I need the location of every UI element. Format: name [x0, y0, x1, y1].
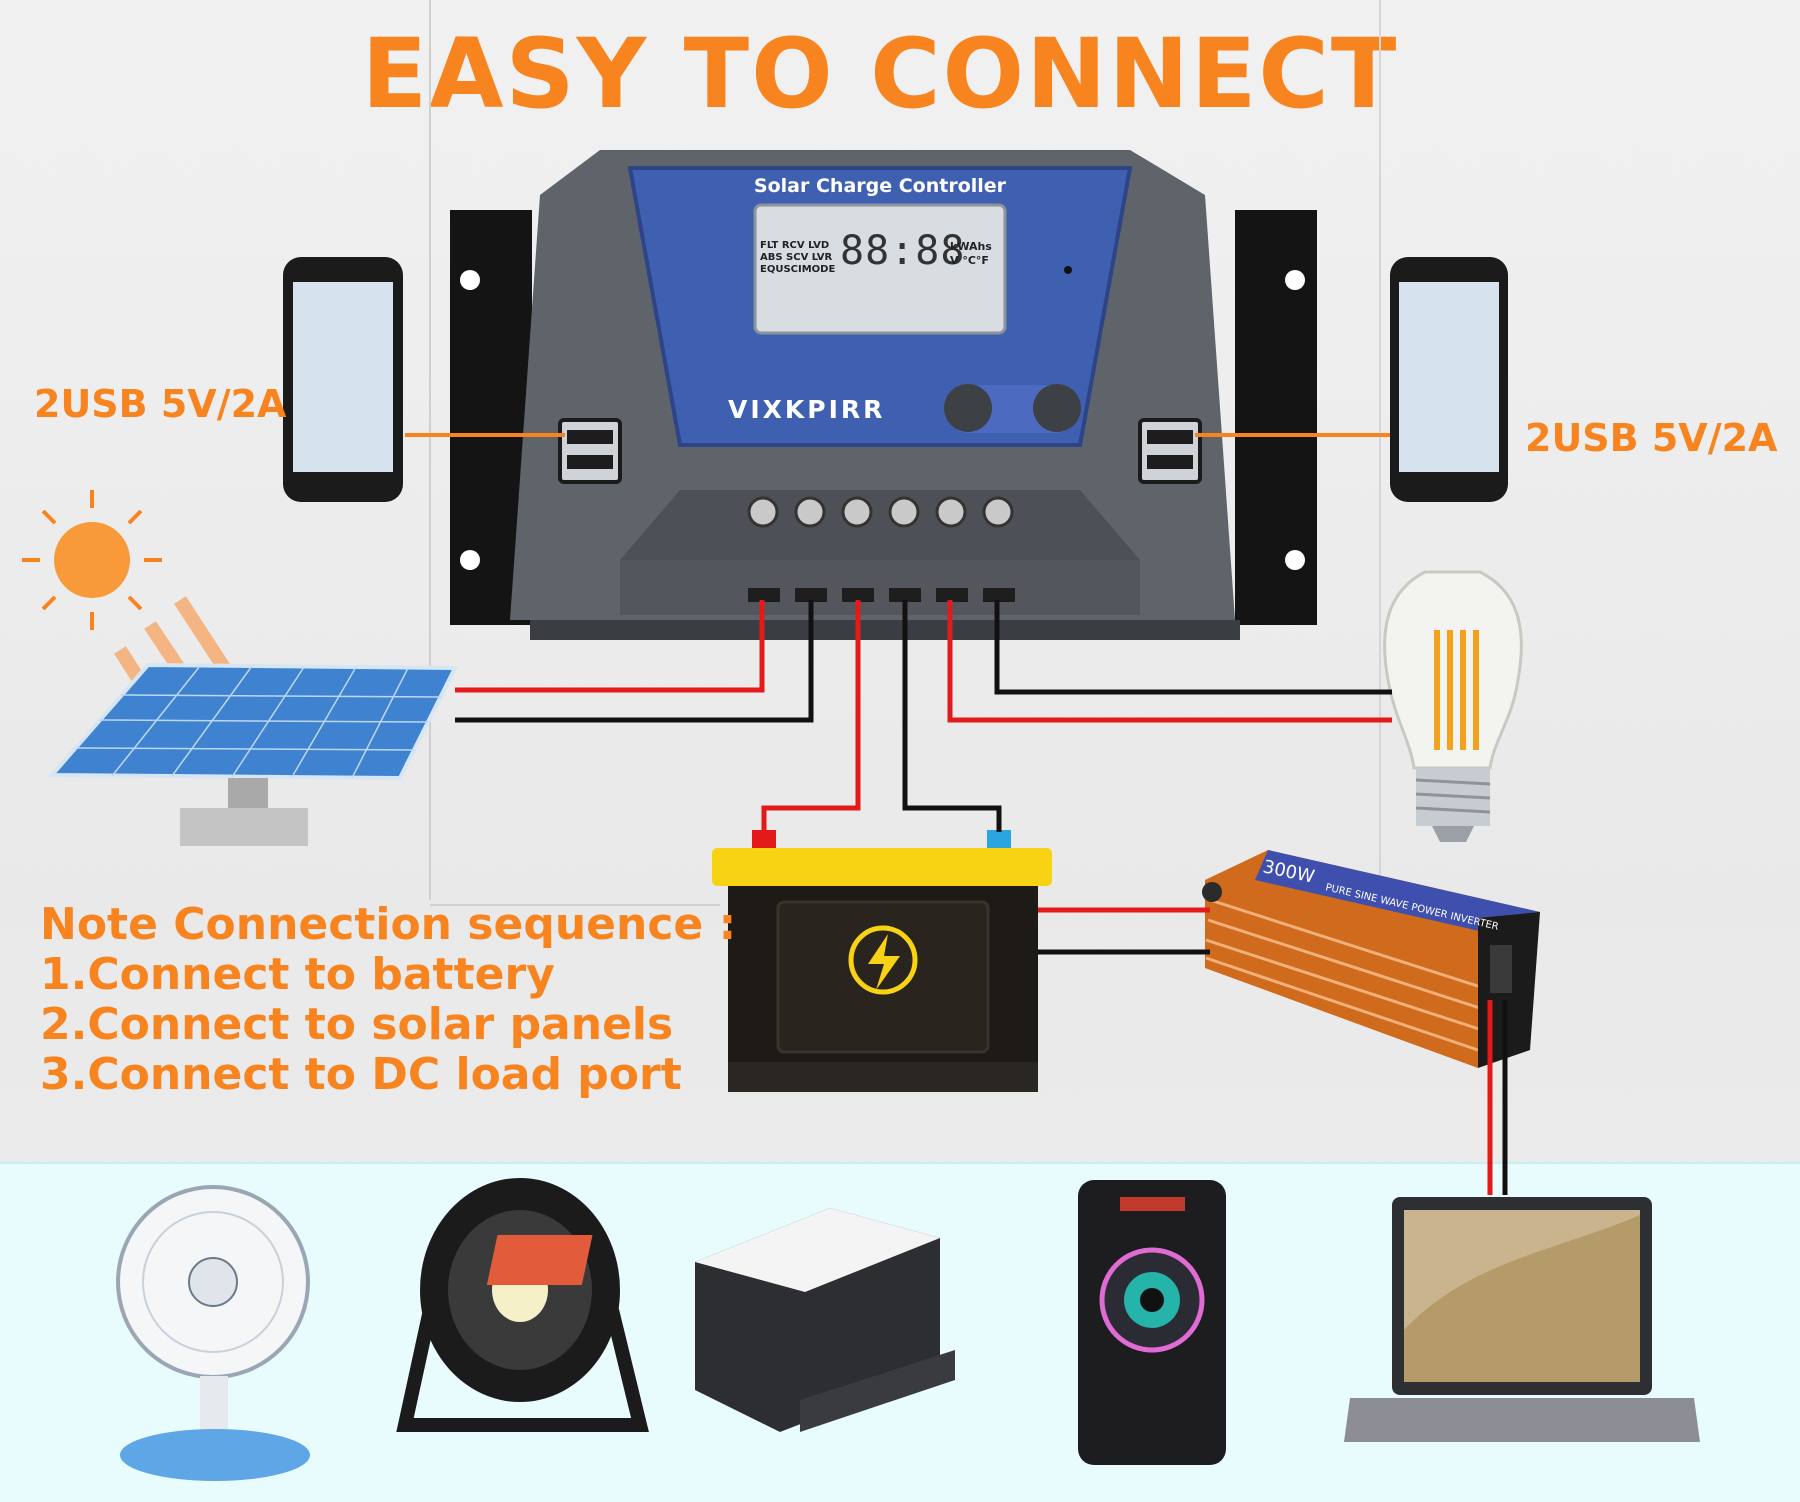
- phone-icon: [1390, 257, 1508, 502]
- lcd-mode-row: ABS SCV LVR: [760, 252, 833, 263]
- note-step: 3.Connect to DC load port: [40, 1049, 682, 1100]
- note-step: 1.Connect to battery: [40, 949, 555, 1000]
- bulb-icon: [1383, 570, 1523, 842]
- fan-icon: [116, 1185, 310, 1481]
- battery-icon: [712, 830, 1052, 1092]
- lcd-mode-list: FLT RCV LVD ABS SCV LVR EQUSCIMODE: [760, 240, 850, 276]
- brand-label: VIXKPIRR: [728, 395, 886, 424]
- solar-panel-icon: [47, 662, 459, 846]
- printer-icon: [486, 1208, 955, 1432]
- lcd-unit: kWAhs: [950, 240, 992, 253]
- note-heading: Note Connection sequence :: [40, 899, 737, 950]
- connection-note: Note Connection sequence : 1.Connect to …: [40, 900, 736, 1100]
- controller-panel-title: Solar Charge Controller: [753, 175, 1007, 197]
- lcd-digits: 88:88: [840, 228, 966, 274]
- lcd-mode-row: EQUSCIMODE: [760, 264, 836, 275]
- lcd-unit: V °C°F: [950, 254, 989, 267]
- lcd-units: kWAhs V °C°F: [950, 240, 992, 268]
- usb-label-right: 2USB 5V/2A: [1525, 416, 1778, 460]
- lcd-mode-row: FLT RCV LVD: [760, 240, 830, 251]
- note-step: 2.Connect to solar panels: [40, 999, 674, 1050]
- page-title: EASY TO CONNECT: [361, 18, 1399, 130]
- stage-light-icon: [396, 1178, 649, 1432]
- charge-controller: [450, 150, 1317, 640]
- usb-label-left: 2USB 5V/2A: [34, 382, 287, 426]
- phone-icon: [283, 257, 403, 502]
- laptop-icon: [1344, 1197, 1700, 1442]
- inverter-icon: 300W PURE SINE WAVE POWER INVERTER: [1202, 850, 1540, 1068]
- speaker-icon: [1078, 1180, 1226, 1465]
